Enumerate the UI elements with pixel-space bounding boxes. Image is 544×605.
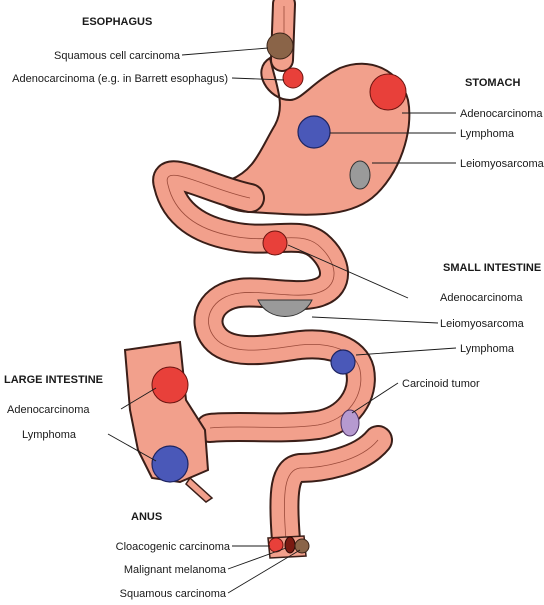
label-si-adeno: Adenocarcinoma bbox=[440, 292, 523, 304]
appendix bbox=[185, 476, 214, 503]
label-li-lymphoma: Lymphoma bbox=[22, 429, 77, 441]
section-stomach: STOMACH bbox=[465, 77, 520, 89]
label-anus-squamous: Squamous carcinoma bbox=[120, 588, 227, 600]
label-si-lymphoma: Lymphoma bbox=[460, 343, 515, 355]
label-si-carcinoid: Carcinoid tumor bbox=[402, 378, 480, 390]
stomach-adeno-tumor bbox=[369, 73, 407, 111]
label-si-leiomyo: Leiomyosarcoma bbox=[440, 318, 525, 330]
label-stomach-leiomyo: Leiomyosarcoma bbox=[460, 158, 544, 170]
esophagus-adeno-tumor bbox=[282, 67, 304, 89]
leader-lines bbox=[107, 47, 457, 594]
si-adeno-tumor bbox=[262, 230, 288, 256]
anus-melanoma-tumor bbox=[284, 536, 296, 554]
label-anus-cloacogenic: Cloacogenic carcinoma bbox=[116, 541, 231, 553]
label-stomach-lymphoma: Lymphoma bbox=[460, 128, 515, 140]
section-esophagus: ESOPHAGUS bbox=[82, 16, 152, 28]
colon-lumen bbox=[284, 439, 379, 541]
li-adeno-tumor bbox=[151, 366, 189, 404]
label-li-adeno: Adenocarcinoma bbox=[7, 404, 90, 416]
si-lymphoma-tumor bbox=[330, 349, 356, 375]
small-intestine-lumen bbox=[166, 174, 362, 429]
tumors bbox=[151, 32, 407, 554]
label-stomach-adeno: Adenocarcinoma bbox=[460, 108, 543, 120]
section-large-intestine: LARGE INTESTINE bbox=[4, 374, 103, 386]
stomach-lymphoma-tumor bbox=[297, 115, 331, 149]
si-carcinoid-tumor bbox=[340, 409, 360, 437]
label-esophagus-squamous: Squamous cell carcinoma bbox=[54, 50, 181, 62]
section-small-intestine: SMALL INTESTINE bbox=[443, 262, 541, 274]
si-leiomyo-tumor bbox=[257, 299, 313, 317]
large-intestine bbox=[123, 340, 210, 484]
anus-squamous-tumor bbox=[294, 538, 310, 554]
li-lymphoma-tumor bbox=[151, 445, 189, 483]
section-anus: ANUS bbox=[131, 511, 162, 523]
label-esophagus-adeno: Adenocarcinoma (e.g. in Barrett esophagu… bbox=[12, 73, 228, 85]
label-anus-melanoma: Malignant melanoma bbox=[124, 564, 227, 576]
esophagus-squamous-tumor bbox=[266, 32, 294, 60]
stomach-leiomyo-tumor bbox=[349, 160, 371, 190]
